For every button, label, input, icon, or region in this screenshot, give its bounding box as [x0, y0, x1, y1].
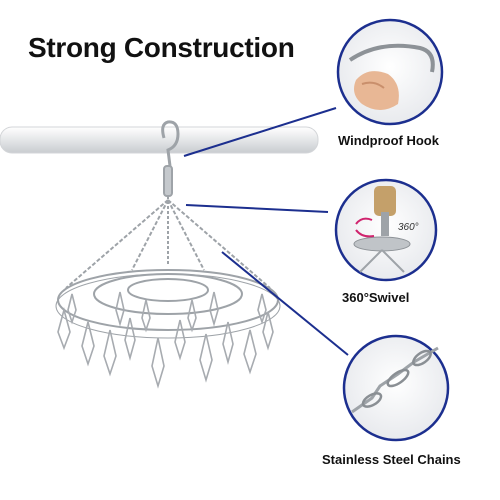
- chain-callout-line: [221, 251, 349, 356]
- clothes-hanger-photo: [55, 120, 281, 389]
- hook-callout-line: [183, 107, 337, 157]
- hook-closeup-photo: [336, 18, 444, 126]
- callout-lines: [183, 107, 349, 356]
- headline: Strong Construction: [28, 32, 295, 63]
- swivel-badge: 360°: [398, 222, 419, 233]
- chain-closeup-photo: [342, 334, 450, 442]
- chains-callout-label: Stainless Steel Chains: [322, 452, 461, 467]
- hook-callout-label: Windproof Hook: [338, 133, 439, 148]
- swivel-callout-label: 360°Swivel: [342, 290, 410, 305]
- hanging-rail: [0, 126, 319, 154]
- swivel-closeup-photo: 360°: [334, 178, 438, 282]
- swivel-callout-line: [185, 204, 329, 213]
